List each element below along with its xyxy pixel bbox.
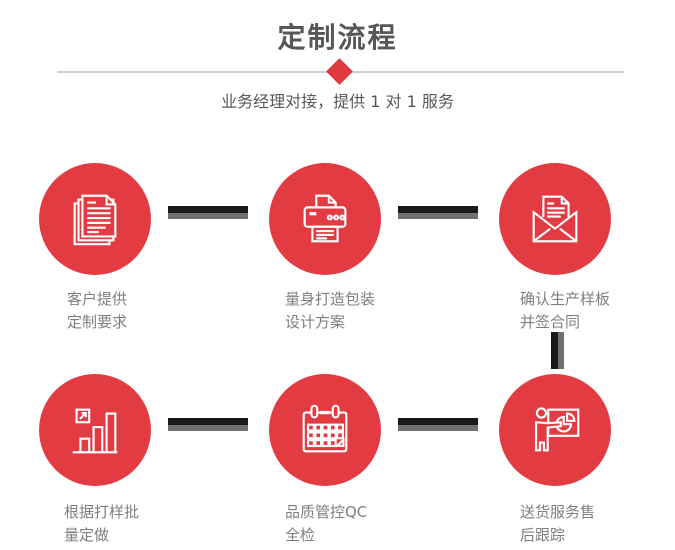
step-circle-customer-requirements [39,163,151,275]
connector-step3-step6 [551,332,564,369]
diamond-icon [326,58,353,85]
step-label-1: 客户提供 定制要求 [67,288,127,334]
calendar-icon [302,404,348,453]
step-label-5: 品质管控QC 全检 [285,501,367,547]
subtitle: 业务经理对接，提供 1 对 1 服务 [221,92,454,111]
step-circle-confirm-sample [499,163,611,275]
documents-icon [73,194,117,246]
step-label-2: 量身打造包装 设计方案 [285,288,375,334]
step-circle-delivery-tracking [499,374,611,486]
step-label-5-line-2: 全检 [285,526,316,544]
step-label-4-line-2: 量定做 [64,526,110,544]
step-label-6-line-2: 后跟踪 [520,526,566,544]
step-label-1-line-2: 定制要求 [67,313,128,331]
step-label-4-line-1: 根据打样批 [64,503,140,521]
step-label-6: 送货服务售 后跟踪 [520,501,595,547]
step-label-3-line-1: 确认生产样板 [520,290,611,308]
envelope-icon [532,195,578,243]
connector-step2-step3 [398,206,478,219]
step-label-2-line-1: 量身打造包装 [285,290,376,308]
step-circle-quality-control [269,374,381,486]
page-title: 定制流程 [277,21,398,54]
presentation-icon [535,407,580,452]
step-label-5-line-1: 品质管控QC [285,503,368,521]
step-circle-packaging-design [269,163,381,275]
step-label-3: 确认生产样板 并签合同 [520,288,610,334]
step-label-2-line-2: 设计方案 [285,313,346,331]
step-label-4: 根据打样批 量定做 [64,501,139,547]
connector-step5-step6 [398,418,478,431]
connector-step1-step2 [168,206,248,219]
step-label-3-line-2: 并签合同 [520,313,581,331]
step-label-6-line-1: 送货服务售 [520,503,596,521]
printer-icon [303,194,347,243]
step-label-1-line-1: 客户提供 [67,290,128,308]
step-circle-batch-production [39,374,151,486]
bar-chart-icon [72,408,118,454]
connector-step4-step5 [168,418,248,431]
